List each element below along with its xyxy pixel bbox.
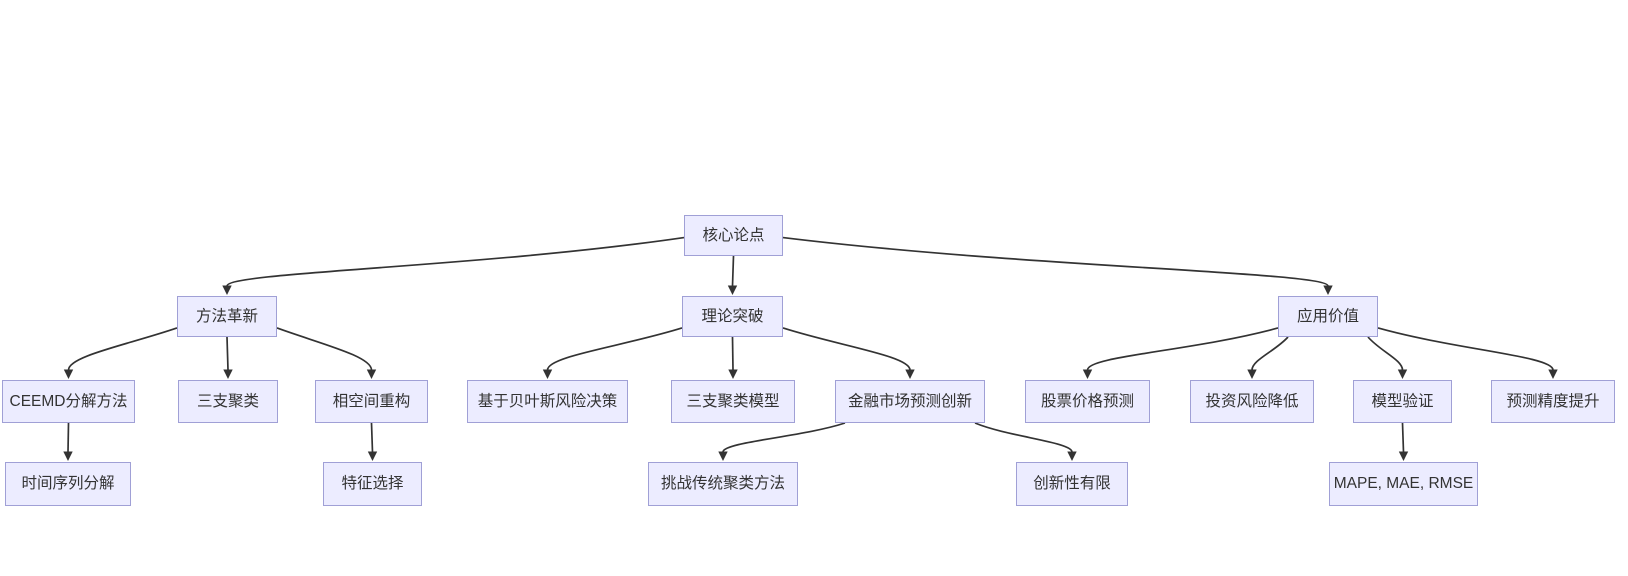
- node-label: 三支聚类: [196, 392, 259, 410]
- arrowhead-icon: [1247, 369, 1257, 379]
- edge-method-ceemd: [63, 327, 178, 379]
- node-threeway: 三支聚类: [178, 380, 278, 423]
- edge-theory-bayes: [542, 327, 683, 379]
- arrowhead-icon: [1397, 369, 1408, 379]
- edge-core-method: [222, 236, 685, 295]
- node-accuracy: 预测精度提升: [1491, 380, 1615, 423]
- edge-method-threeway: [223, 336, 233, 379]
- node-bayes: 基于贝叶斯风险决策: [467, 380, 628, 423]
- node-label: CEEMD分解方法: [9, 392, 128, 410]
- arrowhead-icon: [718, 451, 728, 461]
- arrowhead-icon: [727, 285, 738, 295]
- arrowhead-icon: [367, 451, 378, 461]
- node-twcmodel: 三支聚类模型: [671, 380, 795, 423]
- node-label: 金融市场预测创新: [847, 392, 972, 410]
- node-label: 股票价格预测: [1040, 392, 1134, 410]
- arrowhead-icon: [366, 369, 377, 379]
- edge-core-theory: [727, 255, 738, 295]
- arrowhead-icon: [63, 369, 74, 379]
- node-metrics: MAPE, MAE, RMSE: [1329, 462, 1478, 506]
- edge-value-modelval: [1367, 336, 1408, 379]
- node-label: 特征选择: [341, 475, 404, 493]
- node-stock: 股票价格预测: [1025, 380, 1150, 423]
- node-phase: 相空间重构: [315, 380, 428, 423]
- node-label: 理论突破: [701, 307, 764, 325]
- arrowhead-icon: [222, 285, 232, 295]
- edge-value-stock: [1082, 327, 1279, 379]
- node-theory: 理论突破: [682, 296, 783, 337]
- node-feature: 特征选择: [323, 462, 422, 506]
- node-financial: 金融市场预测创新: [835, 380, 985, 423]
- node-label: 投资风险降低: [1205, 392, 1299, 410]
- edge-method-phase: [276, 327, 377, 379]
- node-label: 基于贝叶斯风险决策: [477, 392, 618, 410]
- node-core: 核心论点: [684, 215, 783, 256]
- arrowhead-icon: [1398, 451, 1409, 461]
- arrowhead-icon: [1548, 369, 1558, 379]
- node-challenge: 挑战传统聚类方法: [648, 462, 798, 506]
- edge-value-invest: [1247, 336, 1289, 379]
- node-label: 预测精度提升: [1506, 392, 1600, 410]
- edge-core-value: [782, 236, 1333, 295]
- arrowhead-icon: [1067, 451, 1077, 461]
- node-ceemd: CEEMD分解方法: [2, 380, 135, 423]
- node-label: 时间序列分解: [21, 475, 115, 493]
- node-label: 核心论点: [702, 226, 765, 244]
- arrowhead-icon: [1082, 369, 1093, 379]
- arrowhead-icon: [542, 369, 553, 379]
- arrowhead-icon: [63, 451, 73, 461]
- node-label: 相空间重构: [332, 392, 411, 410]
- edge-theory-twcmodel: [728, 336, 738, 379]
- edge-value-accuracy: [1377, 327, 1558, 379]
- node-label: 挑战传统聚类方法: [660, 475, 785, 493]
- edge-ceemd-timeseries: [63, 422, 73, 461]
- arrowhead-icon: [223, 369, 233, 379]
- node-label: 创新性有限: [1033, 475, 1111, 493]
- node-label: 三支聚类模型: [686, 392, 780, 410]
- edge-financial-challenge: [718, 422, 846, 461]
- arrowhead-icon: [905, 369, 915, 379]
- arrowhead-icon: [1323, 285, 1333, 295]
- node-invest: 投资风险降低: [1190, 380, 1314, 423]
- node-method: 方法革新: [177, 296, 277, 337]
- node-label: 方法革新: [195, 307, 258, 325]
- node-label: MAPE, MAE, RMSE: [1333, 475, 1474, 493]
- edge-financial-limited: [974, 422, 1077, 461]
- node-label: 应用价值: [1296, 307, 1359, 325]
- node-label: 模型验证: [1371, 392, 1434, 410]
- node-timeseries: 时间序列分解: [5, 462, 131, 506]
- arrowhead-icon: [728, 369, 738, 379]
- node-value: 应用价值: [1278, 296, 1378, 337]
- node-modelval: 模型验证: [1353, 380, 1452, 423]
- edge-theory-financial: [782, 327, 915, 379]
- edge-modelval-metrics: [1398, 422, 1409, 461]
- node-limited: 创新性有限: [1016, 462, 1128, 506]
- edge-phase-feature: [367, 422, 378, 461]
